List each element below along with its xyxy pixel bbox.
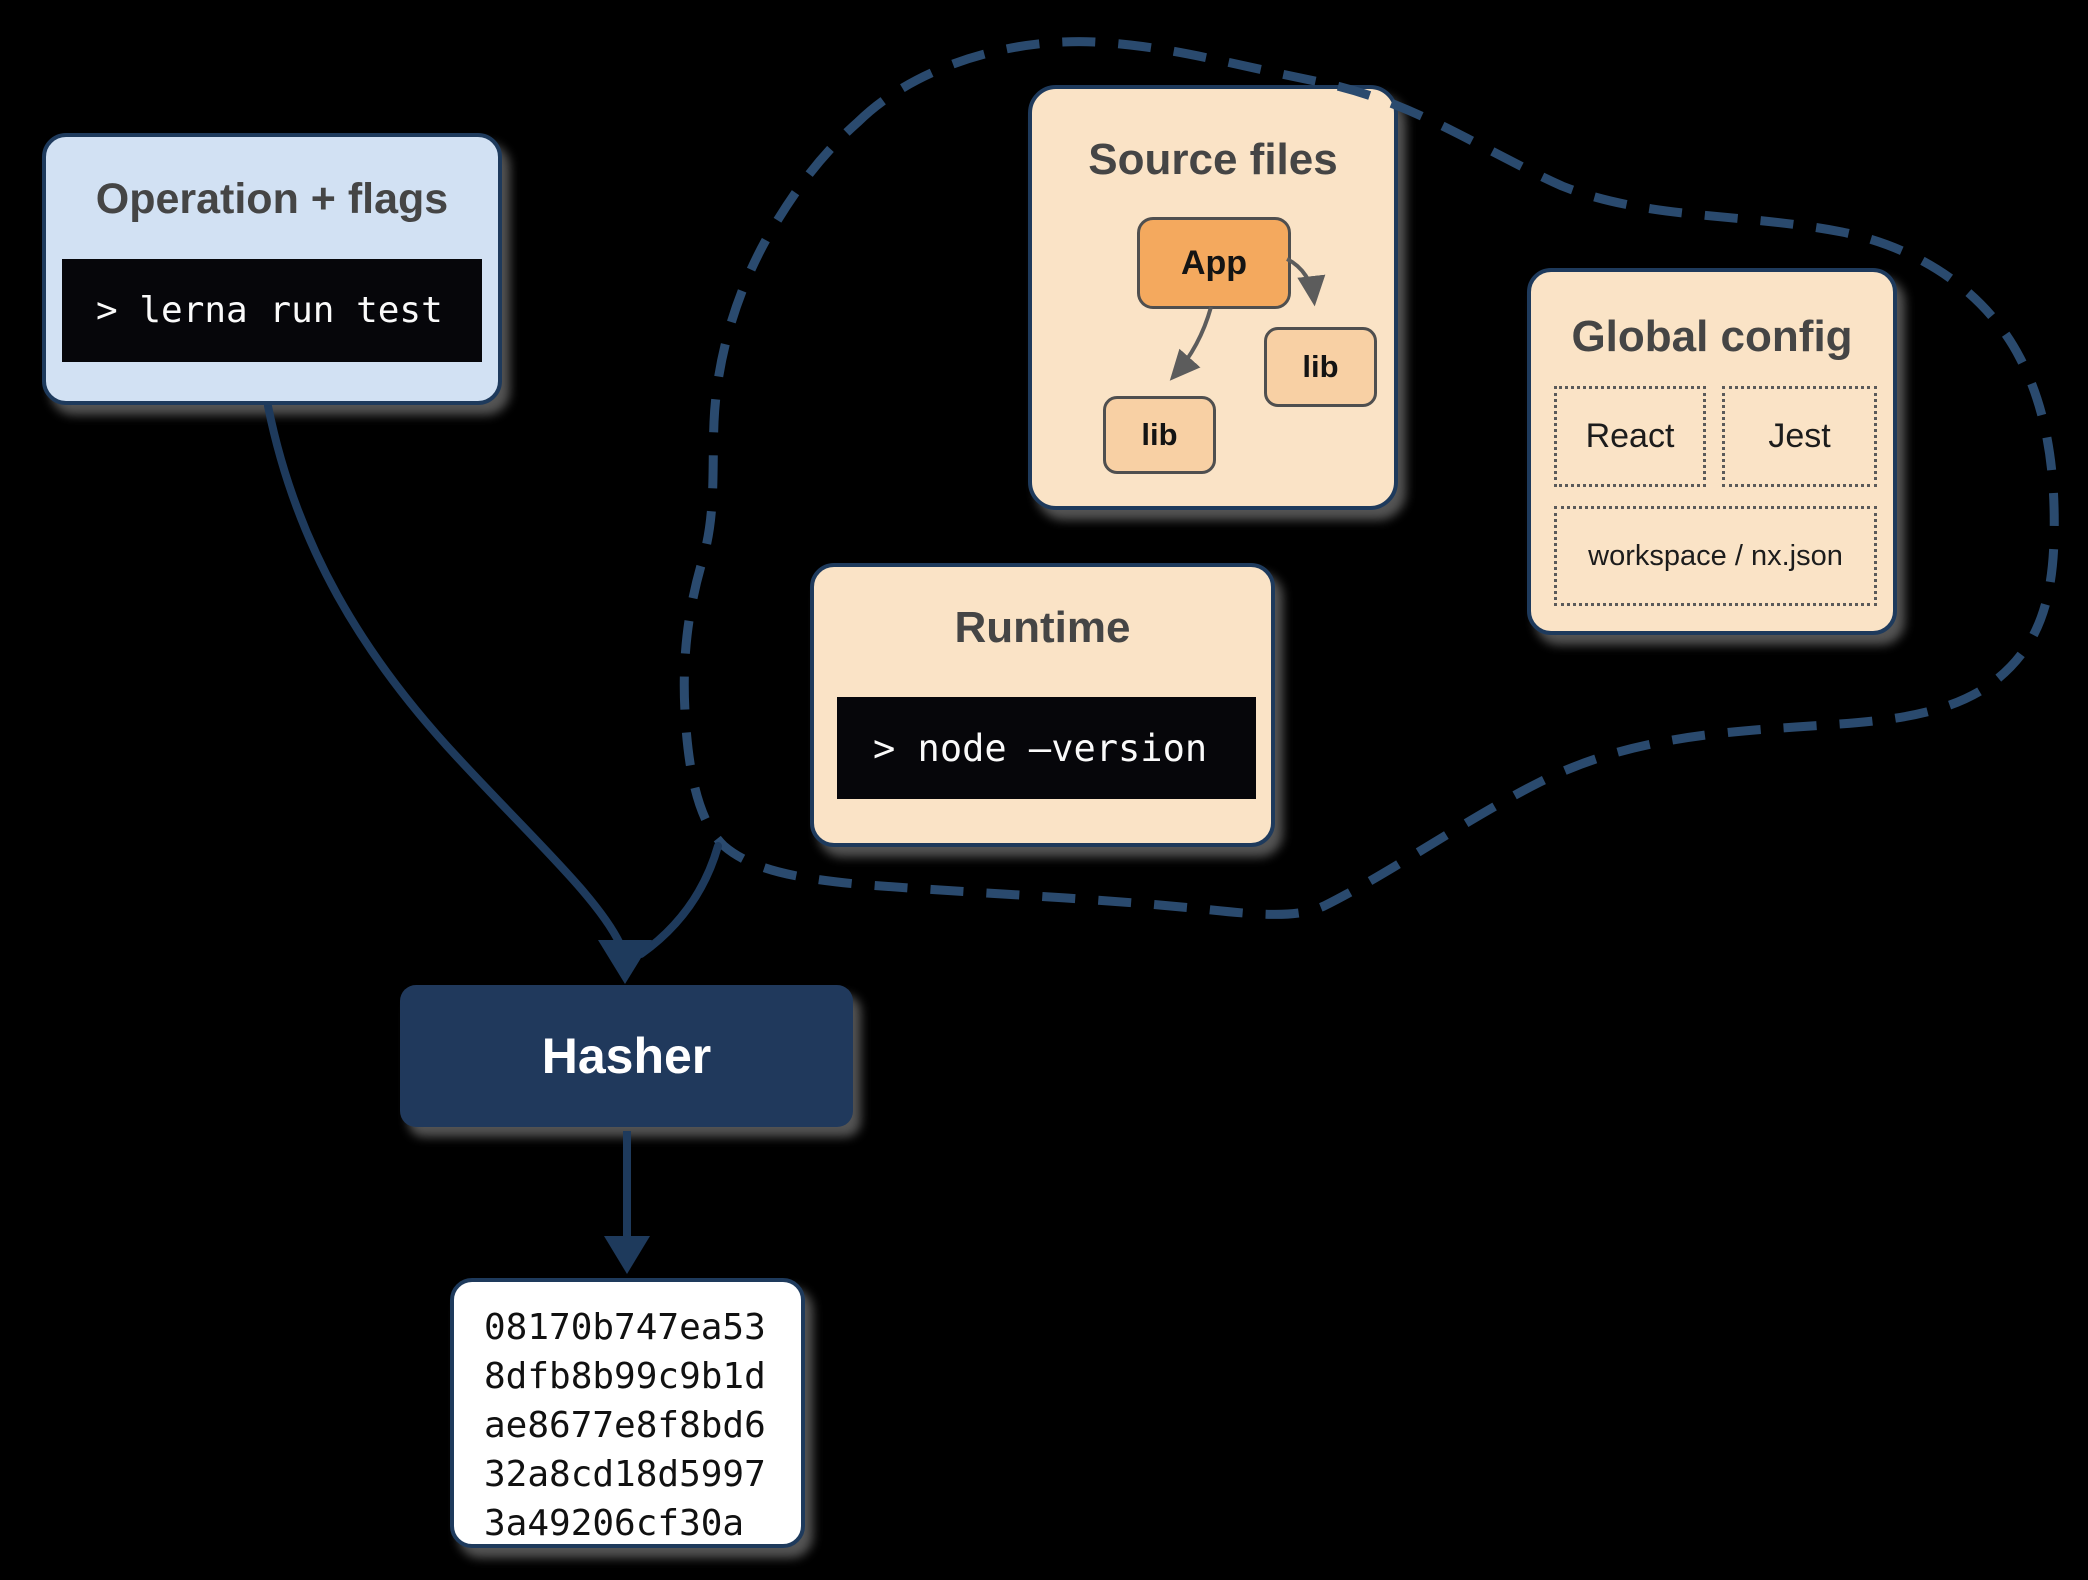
runtime-command: > node –version xyxy=(873,726,1208,770)
app-node: App xyxy=(1137,217,1291,309)
runtime-title: Runtime xyxy=(954,603,1131,652)
global-config-title: Global config xyxy=(1571,312,1853,361)
hash-value: 08170b747ea53 8dfb8b99c9b1d ae8677e8f8bd… xyxy=(454,1282,801,1548)
hash-line: ae8677e8f8bd6 xyxy=(484,1405,766,1446)
config-item-label: React xyxy=(1585,417,1675,455)
operation-to-hasher-arrow xyxy=(264,402,624,948)
hasher-node: Hasher xyxy=(400,985,853,1127)
hash-line: 8dfb8b99c9b1d xyxy=(484,1356,766,1397)
global-config-card: Global config React Jest workspace / nx.… xyxy=(1527,268,1897,635)
operation-command: > lerna run test xyxy=(96,290,443,331)
config-item-workspace-nxjson: workspace / nx.json xyxy=(1554,506,1877,606)
lib-node-label: lib xyxy=(1141,417,1178,452)
config-item-jest: Jest xyxy=(1722,386,1877,487)
runtime-card: Runtime > node –version xyxy=(810,563,1275,847)
hasher-arrowhead xyxy=(598,940,652,984)
operation-terminal: > lerna run test xyxy=(62,259,482,362)
lib-node-right: lib xyxy=(1264,327,1377,407)
hash-line: 32a8cd18d5997 xyxy=(484,1454,766,1495)
source-files-title: Source files xyxy=(1088,135,1338,184)
operation-flags-title: Operation + flags xyxy=(95,175,449,223)
config-item-label: Jest xyxy=(1768,417,1831,455)
config-item-react: React xyxy=(1554,386,1706,487)
config-item-label: workspace / nx.json xyxy=(1588,539,1843,572)
hash-output-card: 08170b747ea53 8dfb8b99c9b1d ae8677e8f8bd… xyxy=(450,1278,805,1548)
operation-flags-card: Operation + flags > lerna run test xyxy=(42,133,502,405)
hash-line: 08170b747ea53 xyxy=(484,1307,766,1348)
app-node-label: App xyxy=(1180,243,1248,282)
lib-node-label: lib xyxy=(1302,349,1339,384)
runtime-terminal: > node –version xyxy=(837,697,1256,799)
hash-output-arrowhead xyxy=(604,1236,650,1274)
source-files-card: Source files App lib lib xyxy=(1028,85,1398,510)
hasher-label: Hasher xyxy=(541,1028,712,1084)
hash-line: 3a49206cf30a xyxy=(484,1503,745,1544)
lib-node-left: lib xyxy=(1103,396,1216,474)
cloud-to-hasher-arrow xyxy=(637,842,722,958)
